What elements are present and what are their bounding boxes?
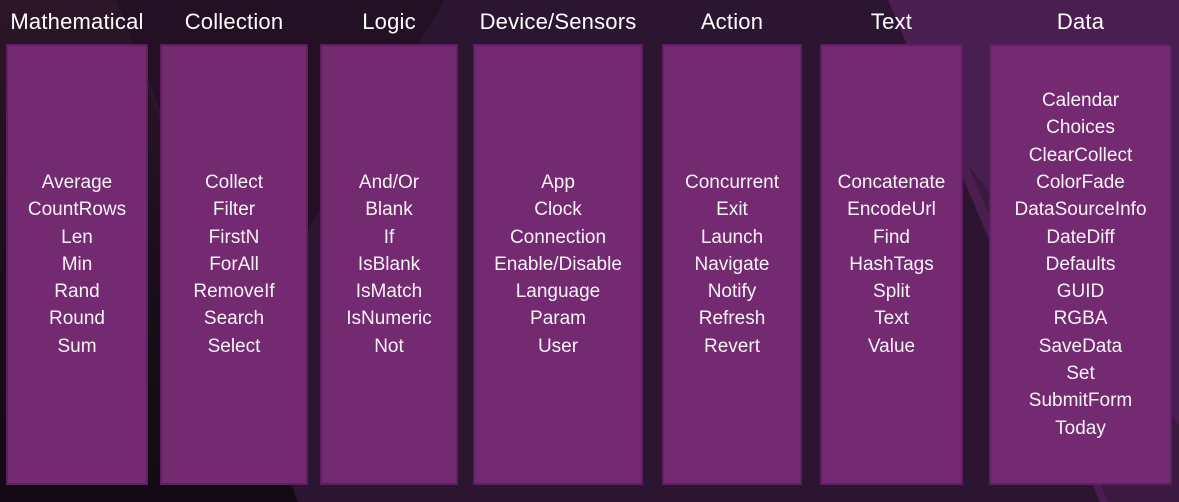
function-item: Concurrent xyxy=(685,171,779,193)
function-item: Launch xyxy=(700,226,764,248)
function-item: Clock xyxy=(534,199,582,221)
function-item: And/Or xyxy=(358,171,420,193)
category-header-action: Action xyxy=(700,9,764,34)
function-item: Value xyxy=(867,335,916,357)
function-item: Defaults xyxy=(1045,253,1116,275)
function-item: RemoveIf xyxy=(193,281,275,303)
function-item: Exit xyxy=(716,199,748,221)
function-item: ColorFade xyxy=(1036,171,1125,193)
function-item: Text xyxy=(874,308,909,330)
function-item: Filter xyxy=(212,199,256,221)
function-item: ClearCollect xyxy=(1028,144,1133,166)
function-item: IsBlank xyxy=(357,253,421,275)
function-item: RGBA xyxy=(1053,308,1108,330)
function-item: Revert xyxy=(704,335,760,357)
function-item: Split xyxy=(873,281,910,303)
function-item: Min xyxy=(61,253,93,275)
function-item: HashTags xyxy=(849,253,934,275)
function-item: Blank xyxy=(365,199,413,221)
function-item: CountRows xyxy=(27,199,127,221)
function-item: DataSourceInfo xyxy=(1014,199,1147,221)
function-item: SaveData xyxy=(1038,335,1123,357)
function-item: Average xyxy=(41,171,113,193)
function-item: Collect xyxy=(204,171,264,193)
category-header-device-sensors: Device/Sensors xyxy=(479,9,637,34)
function-item: Language xyxy=(515,281,601,303)
function-item: Not xyxy=(374,335,404,357)
function-item: Enable/Disable xyxy=(494,253,622,275)
function-item: Choices xyxy=(1046,117,1115,139)
function-item: Rand xyxy=(54,281,100,303)
function-item: Connection xyxy=(509,226,607,248)
function-item: Len xyxy=(61,226,93,248)
function-item: Notify xyxy=(707,281,757,303)
function-item: Concatenate xyxy=(837,171,946,193)
function-item: DateDiff xyxy=(1046,226,1115,248)
function-item: Search xyxy=(203,308,265,330)
function-item: SubmitForm xyxy=(1028,390,1133,412)
category-header-collection: Collection xyxy=(184,9,284,34)
function-item: Navigate xyxy=(694,253,770,275)
function-item: ForAll xyxy=(209,253,259,275)
category-header-text: Text xyxy=(870,9,913,34)
function-item: Sum xyxy=(57,335,97,357)
function-item: IsNumeric xyxy=(346,308,432,330)
function-item: FirstN xyxy=(208,226,260,248)
category-header-logic: Logic xyxy=(362,9,416,34)
category-header-mathematical: Mathematical xyxy=(10,9,144,34)
function-item: App xyxy=(541,171,575,193)
function-item: If xyxy=(383,226,395,248)
function-item: GUID xyxy=(1056,281,1105,303)
function-item: User xyxy=(537,335,579,357)
function-item: Find xyxy=(873,226,910,248)
function-item: IsMatch xyxy=(355,281,423,303)
function-item: Refresh xyxy=(698,308,766,330)
function-item: Round xyxy=(49,308,105,330)
function-item: Set xyxy=(1066,363,1095,385)
function-item: EncodeUrl xyxy=(847,199,936,221)
function-item: Calendar xyxy=(1041,90,1120,112)
category-header-data: Data xyxy=(1056,9,1105,34)
function-item: Today xyxy=(1055,417,1106,439)
function-item: Select xyxy=(207,335,261,357)
function-item: Param xyxy=(530,308,586,330)
